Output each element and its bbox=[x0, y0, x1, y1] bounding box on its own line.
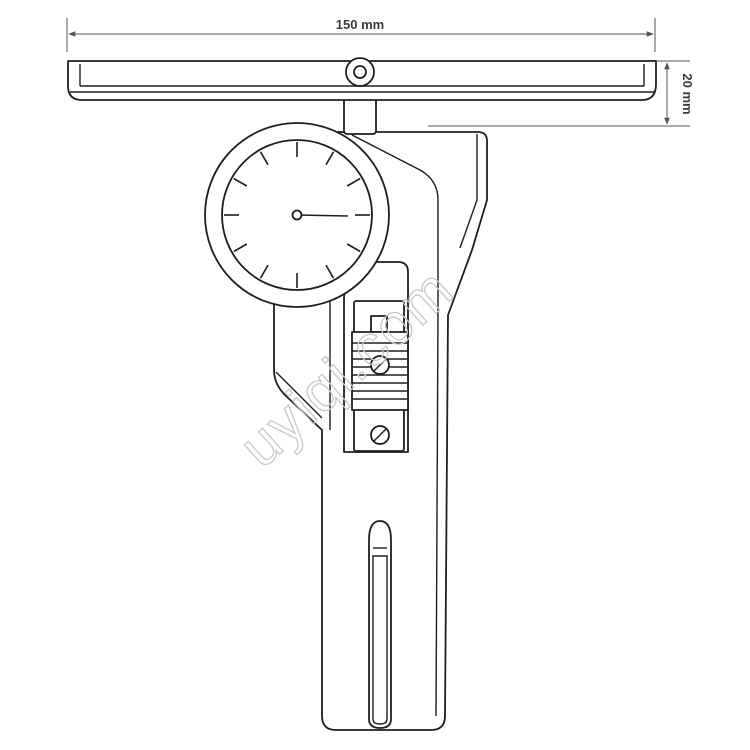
dial-tick bbox=[346, 243, 361, 253]
dial-needle bbox=[296, 214, 349, 217]
dial-tick bbox=[346, 177, 361, 187]
dial-gauge bbox=[204, 122, 390, 308]
dial-tick bbox=[325, 264, 335, 279]
upper-screw-icon bbox=[370, 355, 390, 375]
width-dimension: 150 mm bbox=[66, 17, 656, 52]
bar-pivot-icon bbox=[345, 57, 375, 87]
housing-bevel bbox=[459, 134, 478, 249]
housing-facet bbox=[275, 371, 323, 419]
slot-outline bbox=[368, 520, 392, 729]
handle-slot bbox=[368, 520, 392, 729]
dial-tick bbox=[259, 151, 269, 166]
dial-tick bbox=[233, 243, 248, 253]
dial-tick bbox=[325, 151, 335, 166]
dial-tick bbox=[259, 264, 269, 279]
adjustment-plate bbox=[343, 261, 409, 453]
width-label: 150 mm bbox=[336, 17, 384, 32]
lower-screw-icon bbox=[370, 425, 390, 445]
dial-hub bbox=[291, 209, 303, 221]
dial-tick bbox=[233, 177, 248, 187]
top-bar bbox=[67, 57, 657, 135]
slot-inner bbox=[372, 555, 388, 725]
height-dimension: 20 mm bbox=[428, 60, 695, 127]
height-label: 20 mm bbox=[680, 73, 695, 114]
dial-ticks bbox=[224, 142, 370, 288]
front-plate-contour bbox=[351, 134, 439, 717]
